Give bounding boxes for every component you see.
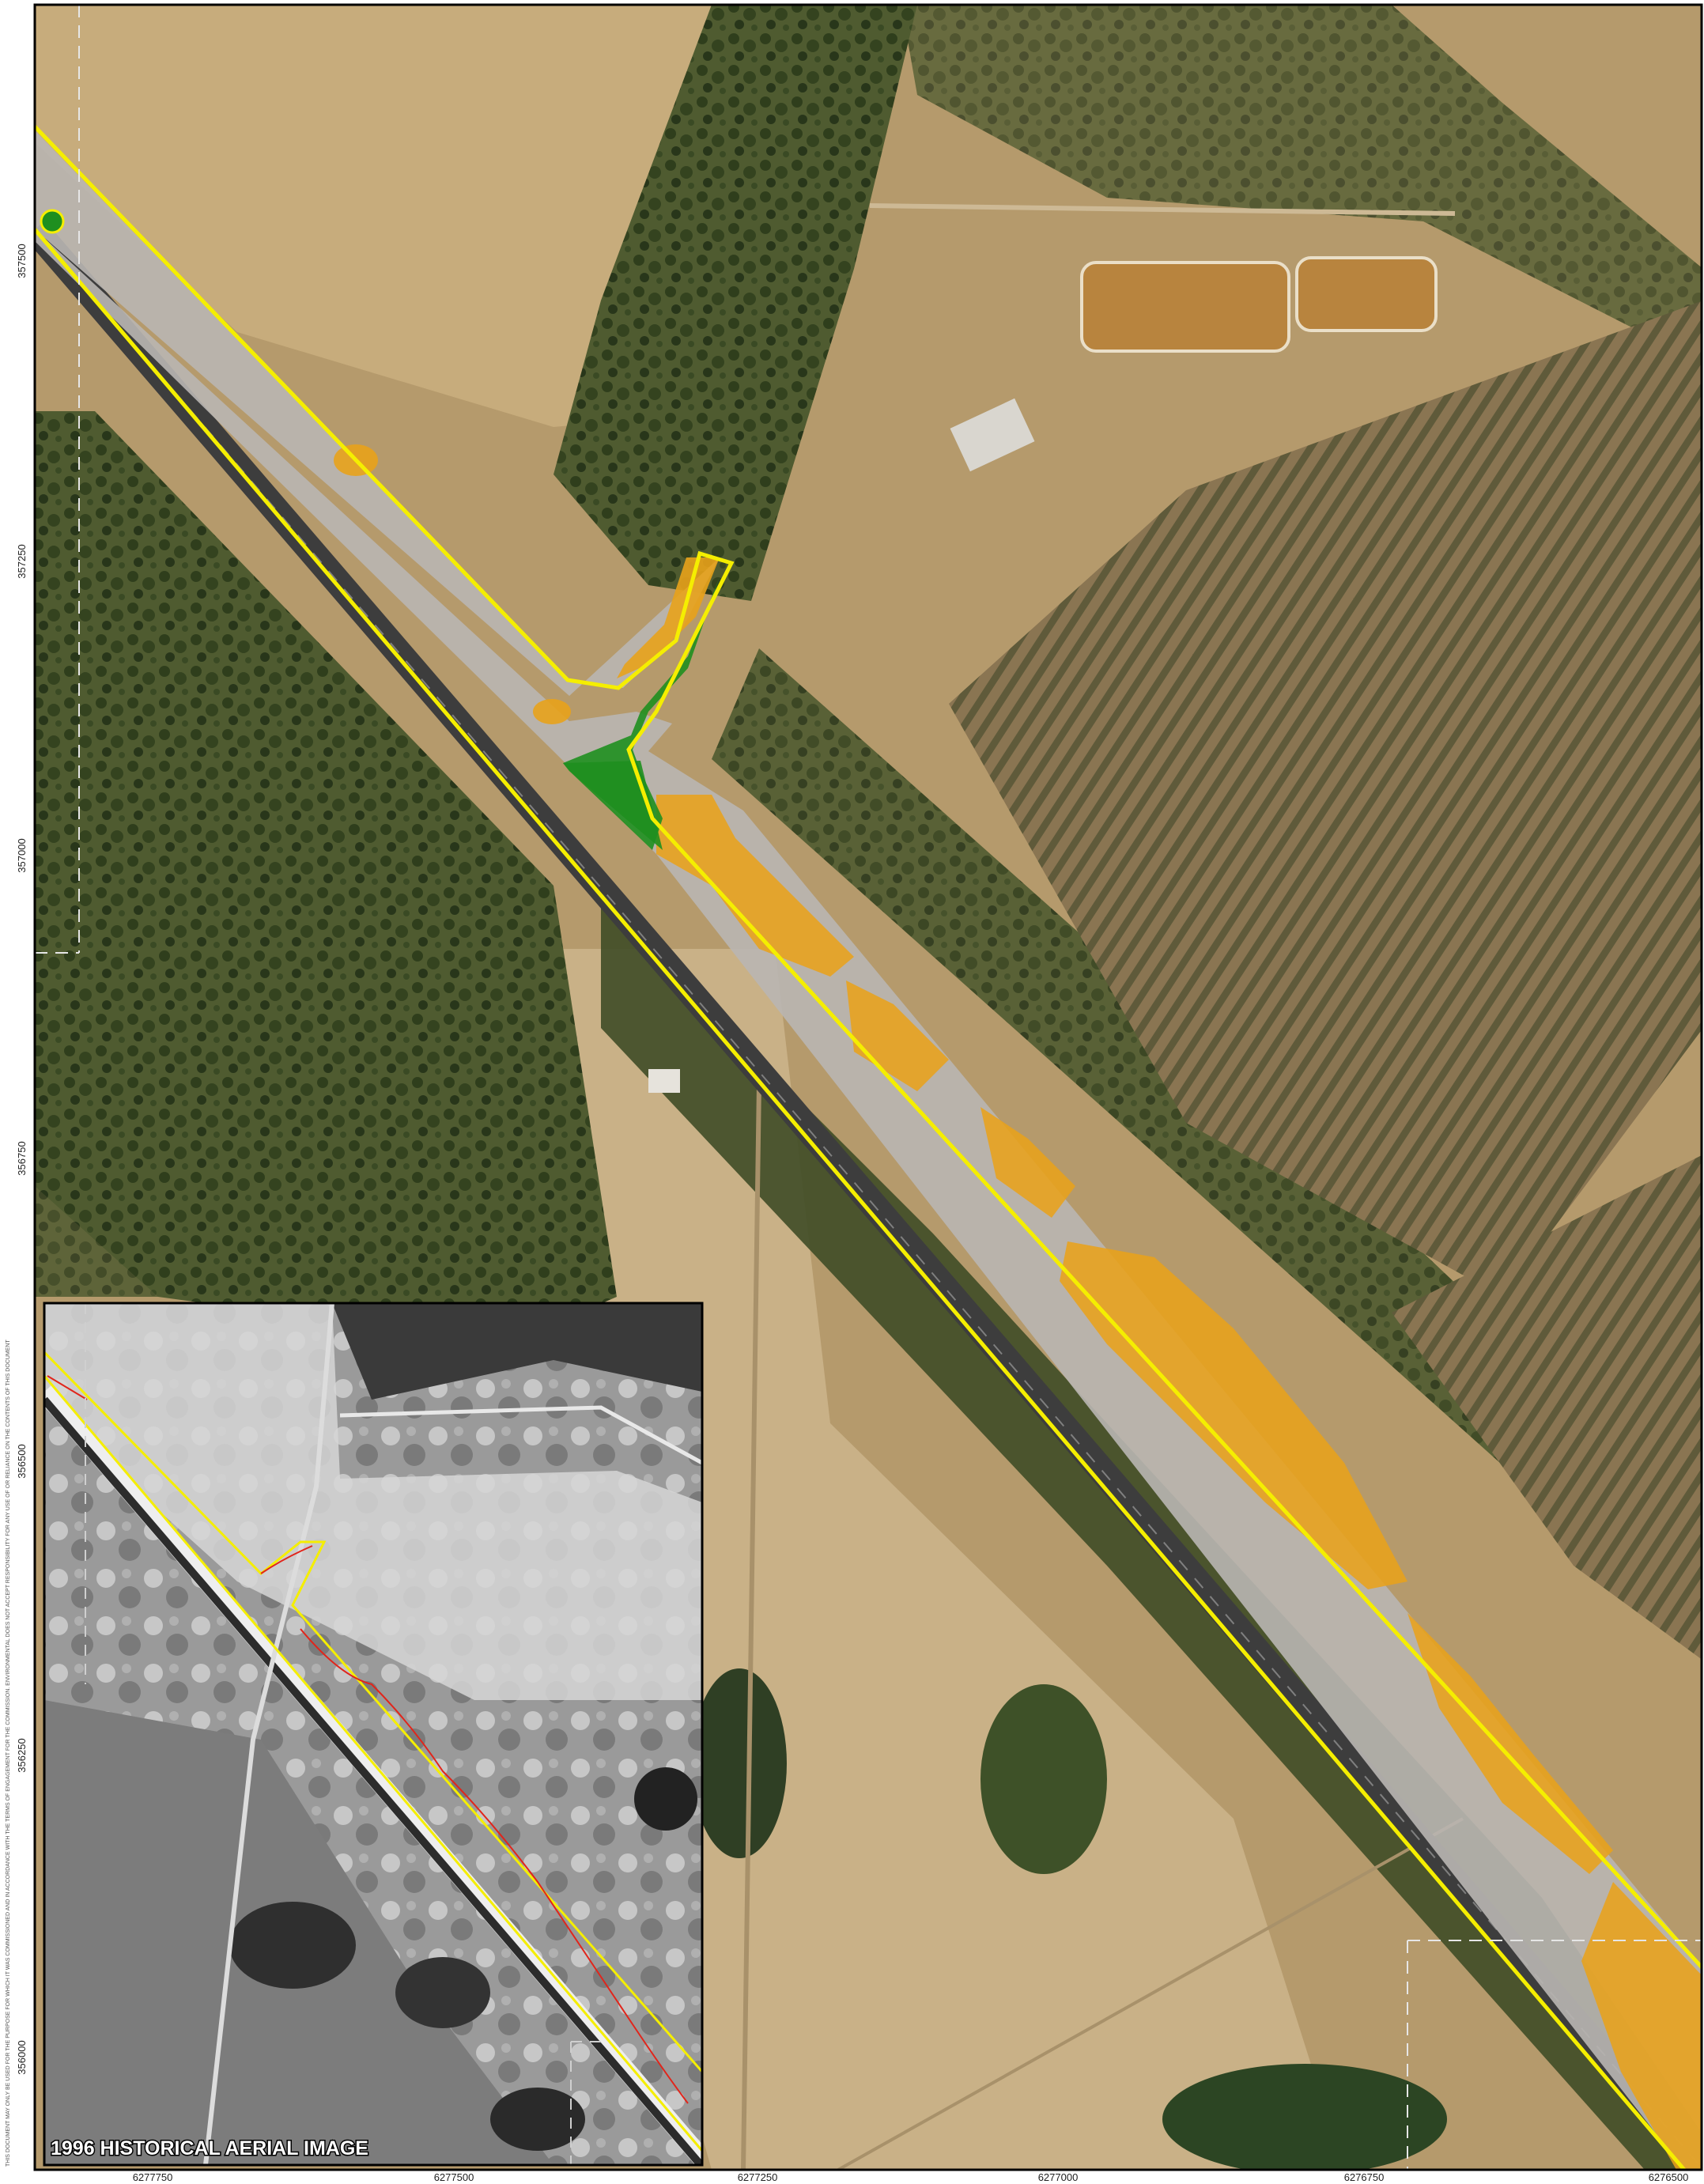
wetland-west <box>692 1668 787 1858</box>
inset-wetland-2 <box>395 1957 490 2028</box>
project-boundary-north <box>35 125 1702 1971</box>
track-south <box>741 1083 761 2170</box>
northing-labels: 357500 357250 357000 356750 356500 35625… <box>16 244 28 2074</box>
northing-label: 357250 <box>16 544 28 578</box>
northing-label: 356750 <box>16 1141 28 1175</box>
inset-dark-woodland <box>332 1303 702 1400</box>
track-diagonal <box>837 1817 1464 2170</box>
woodland-north <box>901 5 1702 363</box>
aerial-image <box>35 5 1702 2170</box>
northing-label: 356500 <box>16 1444 28 1478</box>
degraded-patch-4 <box>1060 1241 1407 1589</box>
paddock-south <box>522 949 1344 2170</box>
inset-degraded-outline-2 <box>260 1545 313 1574</box>
highway <box>35 220 1702 2170</box>
degraded-patch-1 <box>656 795 854 977</box>
tree-clump <box>980 1684 1107 1874</box>
easting-labels: 6277750 6277500 6277250 6277000 6276750 … <box>133 2171 1689 2183</box>
cleared-area <box>35 127 1702 2170</box>
map-frame <box>33 3 1703 2171</box>
degraded-patch-6 <box>1581 1882 1702 2170</box>
easting-label: 6277750 <box>133 2171 173 2183</box>
northing-label: 356000 <box>16 2040 28 2074</box>
inset-highway <box>44 1396 702 2165</box>
inset-degraded-outline-3 <box>47 1375 88 1400</box>
easting-label: 6276750 <box>1344 2171 1385 2183</box>
inset-track <box>203 1303 334 2165</box>
orchard-south <box>1392 1155 1702 1660</box>
degraded-patch-small-2 <box>533 699 571 724</box>
woodland-central <box>554 5 917 601</box>
degraded-patch-5 <box>1407 1613 1613 1874</box>
easting-label: 6276500 <box>1649 2171 1689 2183</box>
paddock-north <box>35 5 767 427</box>
pond-west <box>1080 261 1290 353</box>
inset-title: 1996 HISTORICAL AERIAL IMAGE <box>51 2137 368 2159</box>
northing-label: 356250 <box>16 1738 28 1772</box>
track-farm <box>869 203 1456 216</box>
shed <box>648 1069 680 1093</box>
inset-frame <box>43 1302 704 2167</box>
degraded-patch-2 <box>846 981 949 1091</box>
woodland-southwest <box>35 917 506 1297</box>
disclaimer-text: THIS DOCUMENT MAY ONLY BE USED FOR THE P… <box>6 1339 11 2167</box>
easting-label: 6277500 <box>434 2171 474 2183</box>
dam-south <box>1162 2064 1447 2170</box>
inset-highway-verge <box>44 1385 702 2165</box>
inset-wetland-3 <box>490 2088 585 2151</box>
orchard-north <box>949 300 1702 1297</box>
degraded-patch-3 <box>980 1107 1075 1218</box>
inset-map[interactable]: 1996 HISTORICAL AERIAL IMAGE <box>43 1302 704 2167</box>
northing-label: 357500 <box>16 244 28 278</box>
native-vegetation-south <box>563 761 663 850</box>
vegetation-point <box>40 209 65 234</box>
northing-label: 357000 <box>16 838 28 872</box>
inset-degraded-outline <box>300 1628 689 2104</box>
inset-boundary-south <box>44 1375 702 2152</box>
degraded-patch-spur <box>617 557 720 678</box>
easting-label: 6277250 <box>738 2171 778 2183</box>
project-boundary-south <box>35 228 1686 2170</box>
pond-east <box>1295 256 1438 332</box>
inset-light-field <box>44 1303 702 1700</box>
inset-fence-line <box>339 1405 702 1465</box>
inset-boundary-north <box>44 1351 702 2073</box>
inset-tree-clump <box>634 1767 697 1831</box>
inset-wetland-1 <box>229 1902 356 1989</box>
easting-label: 6277000 <box>1038 2171 1079 2183</box>
farm-building <box>950 398 1035 472</box>
